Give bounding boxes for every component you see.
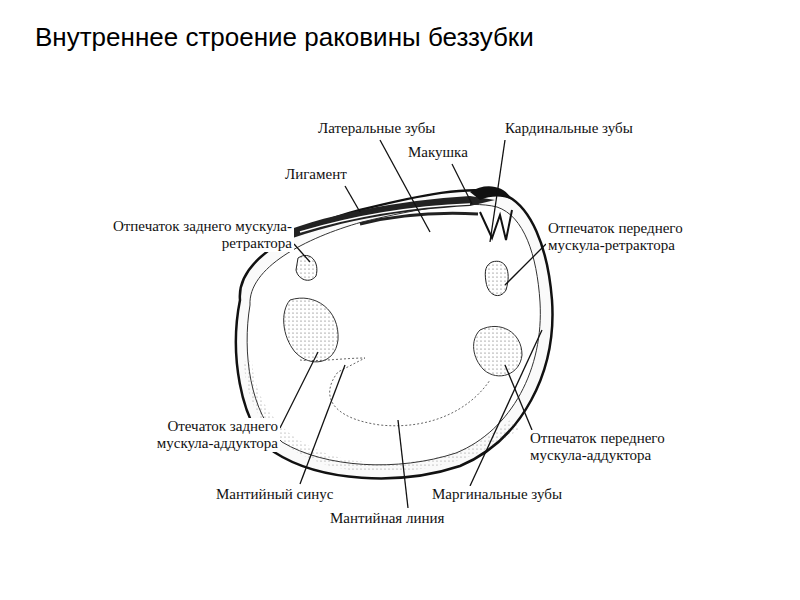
diagram-title: Внутреннее строение раковины беззубки <box>35 22 534 53</box>
part-label: Отпечаток переднего мускула-ретрактора <box>546 220 731 254</box>
part-label: Латеральные зубы <box>316 120 486 137</box>
part-label: Макушка <box>406 144 496 161</box>
part-label: Кардинальные зубы <box>503 120 683 137</box>
part-label: Отпечаток переднего мускула-аддуктора <box>528 430 703 464</box>
part-label: Маргинальные зубы <box>430 486 620 503</box>
part-label: Отпечаток заднего мускула-ретрактора <box>110 218 294 252</box>
part-label: Мантийный синус <box>214 486 374 503</box>
part-label: Мантийная линия <box>328 510 488 527</box>
part-label: Лигамент <box>283 166 373 183</box>
part-label: Отечаток заднего мускула-аддуктора <box>110 418 280 452</box>
